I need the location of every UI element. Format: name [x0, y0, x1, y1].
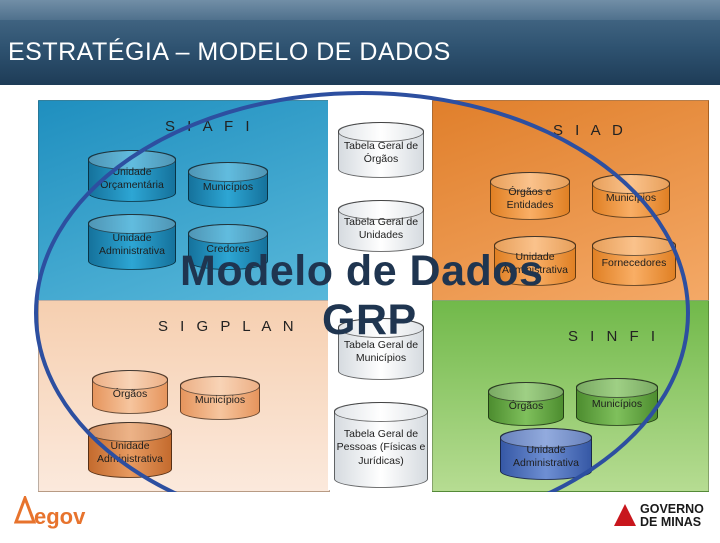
center-table-orgaos: Tabela Geral de Órgãos — [338, 122, 424, 178]
cylinder-label: Municípios — [194, 394, 246, 407]
siafi-cylinder-municipios: Municípios — [188, 162, 268, 208]
siad-cylinder-unidade-administrativa: Unidade Administrativa — [494, 236, 576, 286]
siad-label: S I A D — [553, 122, 627, 139]
cylinder-label: Unidade Administrativa — [99, 231, 165, 257]
cylinder-label: Órgãos e Entidades — [506, 185, 554, 211]
center-table-unidades: Tabela Geral de Unidades — [338, 200, 424, 252]
gov-line2: DE MINAS — [640, 515, 702, 530]
cylinder-label: Órgãos — [508, 400, 544, 413]
sinfi-cylinder-municipios: Municípios — [576, 378, 658, 426]
overlay-title-line2: GRP — [322, 296, 417, 344]
sinfi-label: S I N F I — [568, 328, 660, 345]
governo-minas-triangle-icon — [614, 504, 636, 526]
cylinder-label: Órgãos — [112, 388, 148, 401]
gov-line1: GOVERNO — [640, 502, 704, 516]
siad-cylinder-orgaos-entidades: Órgãos e Entidades — [490, 172, 570, 220]
cylinder-label: Unidade Administrativa — [513, 443, 579, 469]
siafi-label: S I A F I — [165, 118, 254, 135]
table-label: Tabela Geral de Unidades — [343, 215, 419, 241]
egov-logo-text: egov — [34, 504, 86, 529]
cylinder-label: Municípios — [591, 398, 643, 411]
siafi-cylinder-unidade-administrativa: Unidade Administrativa — [88, 214, 176, 270]
sigplan-label: S I G P L A N — [158, 318, 298, 335]
cylinder-label: Unidade Administrativa — [502, 250, 568, 276]
sinfi-cylinder-orgaos: Órgãos — [488, 382, 564, 426]
siafi-quadrant — [38, 100, 330, 302]
table-label: Tabela Geral de Municípios — [343, 338, 419, 364]
cylinder-label: Unidade Orçamentária — [100, 165, 164, 191]
slide-footer — [0, 492, 720, 540]
siad-cylinder-municipios: Municípios — [592, 174, 670, 218]
table-label: Tabela Geral de Pessoas (Físicas e Juríd… — [336, 428, 426, 467]
cylinder-label: Fornecedores — [601, 257, 667, 270]
overlay-title-line1: Modelo de Dados — [180, 247, 544, 295]
sigplan-cylinder-municipios: Municípios — [180, 376, 260, 420]
governo-minas-logo: GOVERNO DE MINAS — [640, 502, 704, 530]
cylinder-label: Credores — [206, 243, 250, 256]
center-table-municipios: Tabela Geral de Municípios — [338, 318, 424, 380]
slide-header: ESTRATÉGIA – MODELO DE DADOS — [0, 0, 720, 85]
table-label: Tabela Geral de Órgãos — [343, 139, 419, 165]
egov-logo-icon — [14, 496, 36, 524]
siad-cylinder-fornecedores: Fornecedores — [592, 236, 676, 286]
sigplan-cylinder-unidade-administrativa: Unidade Administrativa — [88, 422, 172, 478]
center-table-pessoas: Tabela Geral de Pessoas (Físicas e Juríd… — [334, 402, 428, 488]
cylinder-label: Municípios — [202, 181, 254, 194]
sinfi-cylinder-unidade-administrativa: Unidade Administrativa — [500, 428, 592, 480]
sigplan-cylinder-orgaos: Órgãos — [92, 370, 168, 414]
siafi-cylinder-unidade-orcamentaria: Unidade Orçamentária — [88, 150, 176, 202]
header-band — [0, 0, 720, 20]
slide-title: ESTRATÉGIA – MODELO DE DADOS — [8, 38, 451, 66]
siafi-cylinder-credores: Credores — [188, 224, 268, 270]
